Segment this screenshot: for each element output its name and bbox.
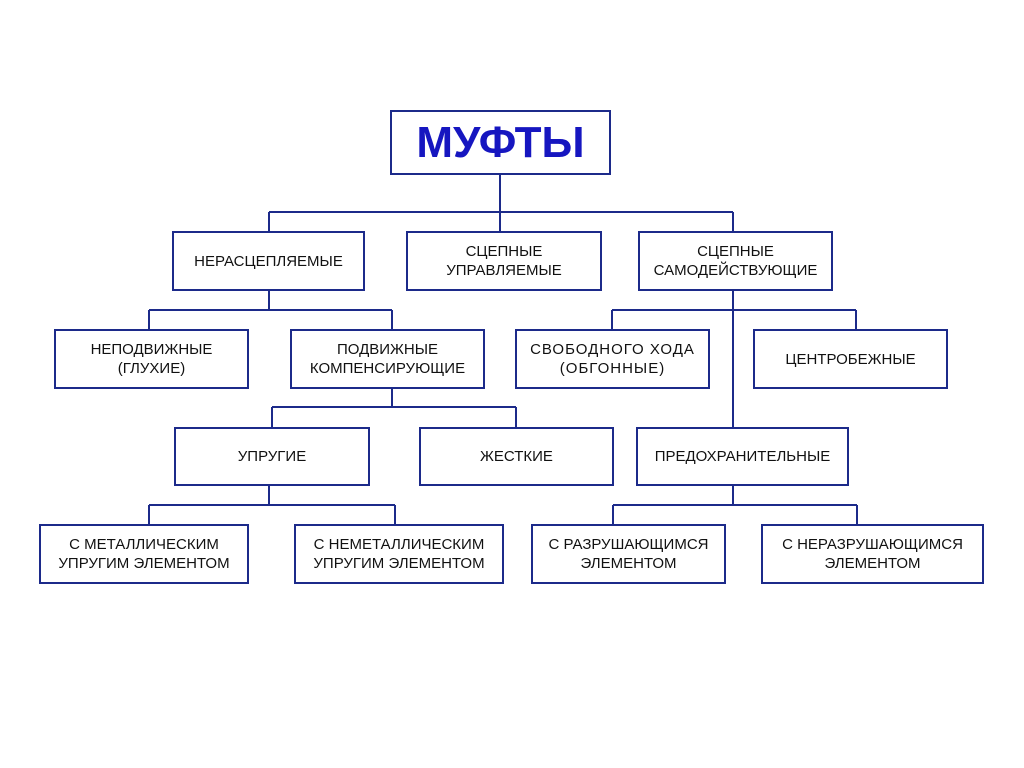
box-label-line1: С РАЗРУШАЮЩИМСЯ xyxy=(548,536,709,553)
box-label-line1: СЦЕПНЫЕ xyxy=(465,243,543,260)
box-label-line1: С НЕМЕТАЛЛИЧЕСКИМ xyxy=(313,536,485,553)
connector-movable-children xyxy=(271,388,517,427)
box-nonmetal-elastic-element: С НЕМЕТАЛЛИЧЕСКИМ УПРУГИМ ЭЛЕМЕНТОМ xyxy=(294,524,504,584)
box-safety: ПРЕДОХРАНИТЕЛЬНЫЕ xyxy=(636,427,849,486)
box-label-line2: ЭЛЕМЕНТОМ xyxy=(580,555,677,572)
connector-safety-children xyxy=(612,485,858,524)
box-label: ЦЕНТРОБЕЖНЫЕ xyxy=(785,350,916,368)
box-label-line2: (ОБГОННЫЕ) xyxy=(559,360,666,377)
root-box-couplings: МУФТЫ xyxy=(390,110,611,175)
connector-selfacting-children xyxy=(611,290,857,427)
box-label: ПРЕДОХРАНИТЕЛЬНЫЕ xyxy=(654,448,831,465)
box-label-line2: ЭЛЕМЕНТОМ xyxy=(824,555,921,572)
box-self-acting-clutches: СЦЕПНЫЕ САМОДЕЙСТВУЮЩИЕ xyxy=(638,231,833,291)
box-rigid: ЖЕСТКИЕ xyxy=(419,427,614,486)
connector-nonseparable-children xyxy=(148,290,393,329)
box-label-line2: САМОДЕЙСТВУЮЩИЕ xyxy=(653,262,818,279)
box-label-line1: СЦЕПНЫЕ xyxy=(697,243,774,260)
box-non-disengageable: НЕРАСЦЕПЛЯЕМЫЕ xyxy=(172,231,365,291)
box-centrifugal: ЦЕНТРОБЕЖНЫЕ xyxy=(753,329,948,389)
box-label: УПРУГИЕ xyxy=(237,448,307,465)
box-label-line2: УПРУГИМ ЭЛЕМЕНТОМ xyxy=(58,555,230,572)
box-label-line1: С НЕРАЗРУШАЮЩИМСЯ xyxy=(782,536,963,553)
box-label-line1: НЕПОДВИЖНЫЕ xyxy=(90,341,213,358)
connector-elastic-children xyxy=(148,485,396,524)
box-label-line2: (ГЛУХИЕ) xyxy=(117,360,186,377)
box-label-line2: УПРАВЛЯЕМЫЕ xyxy=(446,262,562,279)
box-label-line2: УПРУГИМ ЭЛЕМЕНТОМ xyxy=(313,555,485,572)
box-freewheel-overrunning: СВОБОДНОГО ХОДА (ОБГОННЫЕ) xyxy=(515,329,710,389)
box-label-line1: ПОДВИЖНЫЕ xyxy=(336,341,439,358)
box-controlled-clutches: СЦЕПНЫЕ УПРАВЛЯЕМЫЕ xyxy=(406,231,602,291)
box-label: ЖЕСТКИЕ xyxy=(480,448,553,465)
root-title: МУФТЫ xyxy=(416,117,585,167)
connector-root-level1 xyxy=(268,174,734,231)
box-nonbreaking-element: С НЕРАЗРУШАЮЩИМСЯ ЭЛЕМЕНТОМ xyxy=(761,524,984,584)
box-fixed-rigid: НЕПОДВИЖНЫЕ (ГЛУХИЕ) xyxy=(54,329,249,389)
box-movable-compensating: ПОДВИЖНЫЕ КОМПЕНСИРУЮЩИЕ xyxy=(290,329,485,389)
box-label-line1: СВОБОДНОГО ХОДА xyxy=(530,341,695,358)
box-metal-elastic-element: С МЕТАЛЛИЧЕСКИМ УПРУГИМ ЭЛЕМЕНТОМ xyxy=(39,524,249,584)
box-elastic: УПРУГИЕ xyxy=(174,427,370,486)
box-label-line1: С МЕТАЛЛИЧЕСКИМ xyxy=(69,536,219,553)
box-breaking-element: С РАЗРУШАЮЩИМСЯ ЭЛЕМЕНТОМ xyxy=(531,524,726,584)
box-label: НЕРАСЦЕПЛЯЕМЫЕ xyxy=(194,252,343,270)
box-label-line2: КОМПЕНСИРУЮЩИЕ xyxy=(309,360,466,377)
